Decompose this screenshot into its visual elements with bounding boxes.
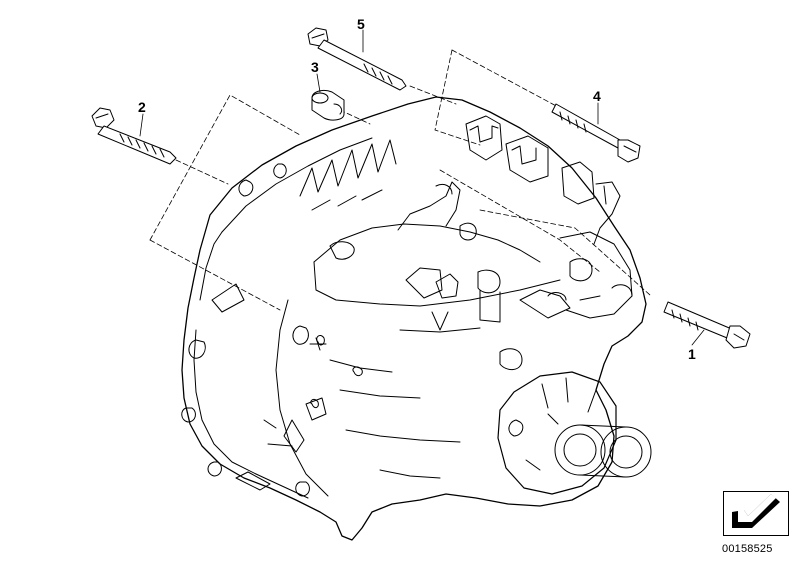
callout-1[interactable]: 1 (688, 346, 696, 362)
hex-flange-bolt-icon[interactable] (663, 301, 751, 349)
hex-flange-bolt-icon[interactable] (551, 103, 641, 163)
callout-3[interactable]: 3 (311, 59, 319, 75)
callout-4[interactable]: 4 (593, 88, 601, 104)
hex-flange-bolt-icon[interactable] (91, 107, 177, 165)
leader-lines (149, 49, 651, 311)
nav-badge[interactable] (723, 491, 789, 536)
callout-2[interactable]: 2 (138, 99, 146, 115)
gearbox-housing-illustration (181, 96, 652, 541)
hex-flange-bolt-icon[interactable] (307, 27, 407, 91)
document-number: 00158525 (722, 543, 773, 555)
callout-leaders (139, 29, 705, 346)
dowel-sleeve-icon[interactable] (311, 89, 345, 121)
callout-5[interactable]: 5 (357, 16, 365, 32)
